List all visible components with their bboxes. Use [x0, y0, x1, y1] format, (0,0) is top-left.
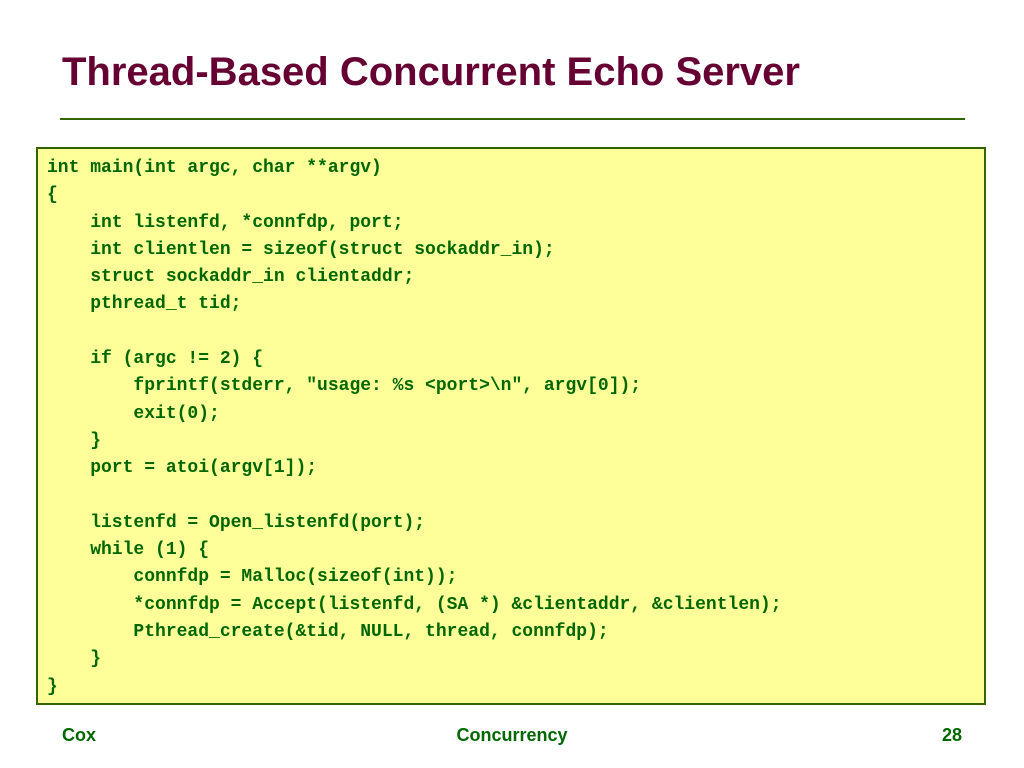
code-line: fprintf(stderr, "usage: %s <port>\n", ar… [47, 376, 642, 397]
code-line: int clientlen = sizeof(struct sockaddr_i… [47, 239, 555, 260]
code-line: listenfd = Open_listenfd(port); [47, 512, 426, 533]
slide-title: Thread-Based Concurrent Echo Server [62, 50, 800, 94]
code-line [47, 483, 984, 510]
code-line: int listenfd, *connfdp, port; [47, 212, 404, 233]
code-line: int main(int argc, char **argv) [47, 158, 382, 178]
code-line: while (1) { [47, 540, 210, 561]
code-line: } [47, 676, 58, 697]
footer-author: Cox [62, 725, 97, 745]
footer-topic: Concurrency [456, 725, 568, 745]
code-line: connfdp = Malloc(sizeof(int)); [47, 567, 458, 588]
code-line: *connfdp = Accept(listenfd, (SA *) &clie… [47, 594, 782, 615]
code-line: } [47, 649, 102, 670]
code-line: port = atoi(argv[1]); [47, 458, 318, 479]
code-line: struct sockaddr_in clientaddr; [47, 267, 415, 288]
page-number: 28 [941, 725, 962, 745]
code-line: pthread_t tid; [47, 294, 242, 315]
code-line: exit(0); [47, 403, 220, 424]
code-line: if (argc != 2) { [47, 349, 264, 370]
code-line [47, 319, 984, 346]
code-block: int main(int argc, char **argv) { int li… [36, 147, 986, 705]
code-line: } [47, 430, 102, 451]
code-line: Pthread_create(&tid, NULL, thread, connf… [47, 622, 609, 643]
title-divider [60, 118, 965, 120]
code-line: { [47, 185, 58, 206]
